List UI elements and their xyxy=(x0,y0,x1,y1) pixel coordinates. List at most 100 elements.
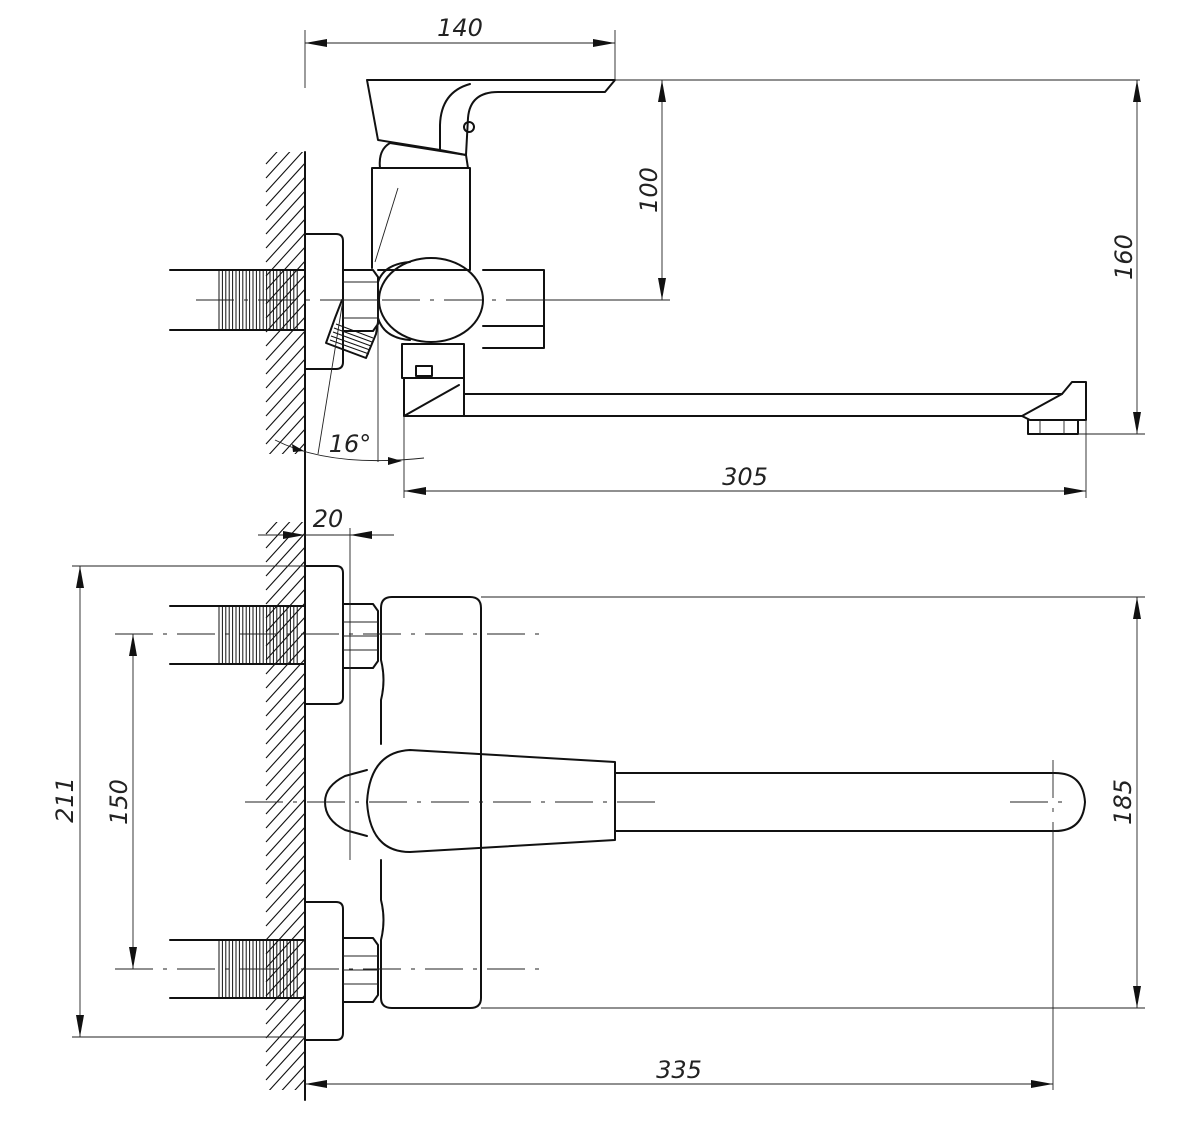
hatch-line xyxy=(265,965,306,1011)
hatch-line xyxy=(266,1092,306,1135)
dim-20-label: 20 xyxy=(313,505,344,533)
hatch-line xyxy=(265,399,306,445)
pipe-thread-upper xyxy=(218,606,298,664)
hatch-line xyxy=(265,371,306,417)
hatch-line xyxy=(265,671,306,717)
hatch-line xyxy=(265,152,291,179)
hatch-line xyxy=(265,559,306,605)
hatch-line xyxy=(265,923,306,969)
wall-hatch-bottom xyxy=(265,476,306,1135)
dimension-lines xyxy=(72,30,1145,1090)
hatch-line xyxy=(265,867,306,913)
dim-100-label: 100 xyxy=(635,167,663,213)
hex-nut-upper xyxy=(342,603,379,669)
hatch-line xyxy=(294,441,306,454)
hatch-line xyxy=(265,573,306,619)
hatch-line xyxy=(266,106,306,150)
hatch-line xyxy=(265,175,306,221)
cartridge-dome xyxy=(378,142,469,169)
hatch-line xyxy=(265,152,278,165)
hatch-line xyxy=(265,273,306,319)
hatch-line xyxy=(265,909,306,955)
eccentric-fitting xyxy=(325,299,379,359)
hatch-line xyxy=(265,839,306,885)
hatch-line xyxy=(265,713,306,759)
hatch-line xyxy=(265,755,306,801)
hex-nut-side xyxy=(342,269,379,332)
hatch-line xyxy=(265,951,306,997)
hatch-line xyxy=(266,456,306,500)
hatch-line xyxy=(265,1007,306,1053)
dim-305-label: 305 xyxy=(722,463,768,491)
dim-335-label: 335 xyxy=(656,1056,702,1084)
hatch-line xyxy=(265,522,291,549)
hatch-line xyxy=(265,601,306,647)
hatch-line xyxy=(265,881,306,927)
hatch-line xyxy=(265,811,306,857)
hatch-line xyxy=(265,329,306,375)
hatch-line xyxy=(268,413,306,454)
hatch-line xyxy=(265,357,306,403)
mixer-body-front xyxy=(380,596,482,1009)
hatch-line xyxy=(265,741,306,787)
hatch-line xyxy=(265,203,306,249)
hatch-line xyxy=(265,231,306,277)
dim-160-label: 160 xyxy=(1110,234,1138,280)
spout-front xyxy=(614,772,1086,832)
hatch-line xyxy=(265,1035,306,1081)
hatch-line xyxy=(265,217,306,263)
pipe-thread-side xyxy=(218,270,298,330)
hatch-line xyxy=(294,1077,306,1090)
spout-side xyxy=(403,377,1087,421)
dim-185-label: 185 xyxy=(1109,779,1137,825)
hatch-line xyxy=(265,152,304,193)
hatch-line xyxy=(265,301,306,347)
hatch-line xyxy=(265,895,306,941)
hatch-line xyxy=(265,853,306,899)
dim-140-label: 140 xyxy=(437,14,483,42)
hatch-line xyxy=(265,287,306,333)
hatch-line xyxy=(265,769,306,815)
hatch-line xyxy=(265,245,306,291)
hatch-line xyxy=(265,385,306,431)
hatch-line xyxy=(266,470,306,514)
escutcheon-upper xyxy=(304,565,344,705)
hatch-line xyxy=(265,522,278,535)
escutcheon-side xyxy=(304,233,344,370)
side-outlet xyxy=(482,269,545,349)
hatch-line xyxy=(265,315,306,361)
hatch-line xyxy=(265,343,306,389)
hatch-line xyxy=(281,427,306,454)
mixer-body-side xyxy=(371,167,471,271)
hatch-line xyxy=(265,979,306,1025)
hatch-line xyxy=(265,657,306,703)
hatch-line xyxy=(265,545,306,591)
hatch-line xyxy=(265,615,306,661)
hatch-line xyxy=(265,531,306,577)
hatch-line xyxy=(265,587,306,633)
hatch-line xyxy=(265,259,306,305)
hatch-line xyxy=(265,522,304,563)
hex-nut-lower xyxy=(342,937,379,1003)
hatch-line xyxy=(265,783,306,829)
hatch-line xyxy=(265,727,306,773)
hatch-line xyxy=(265,825,306,871)
diverter-round xyxy=(378,257,484,343)
hatch-line xyxy=(268,1049,306,1090)
hatch-line xyxy=(265,1021,306,1067)
hatch-line xyxy=(265,643,306,689)
hatch-line xyxy=(266,476,306,520)
hatch-line xyxy=(265,993,306,1039)
hatch-line xyxy=(281,1063,306,1090)
wall-hatch-top xyxy=(265,106,306,514)
hatch-line xyxy=(266,1106,306,1135)
hatch-line xyxy=(265,699,306,745)
dim-16deg-label: 16° xyxy=(329,430,372,458)
hatch-line xyxy=(265,189,306,235)
hatch-line xyxy=(265,685,306,731)
dim-211-label: 211 xyxy=(51,777,79,823)
dim-150-label: 150 xyxy=(105,779,133,825)
spout-collar xyxy=(401,343,465,379)
hatch-line xyxy=(265,797,306,843)
